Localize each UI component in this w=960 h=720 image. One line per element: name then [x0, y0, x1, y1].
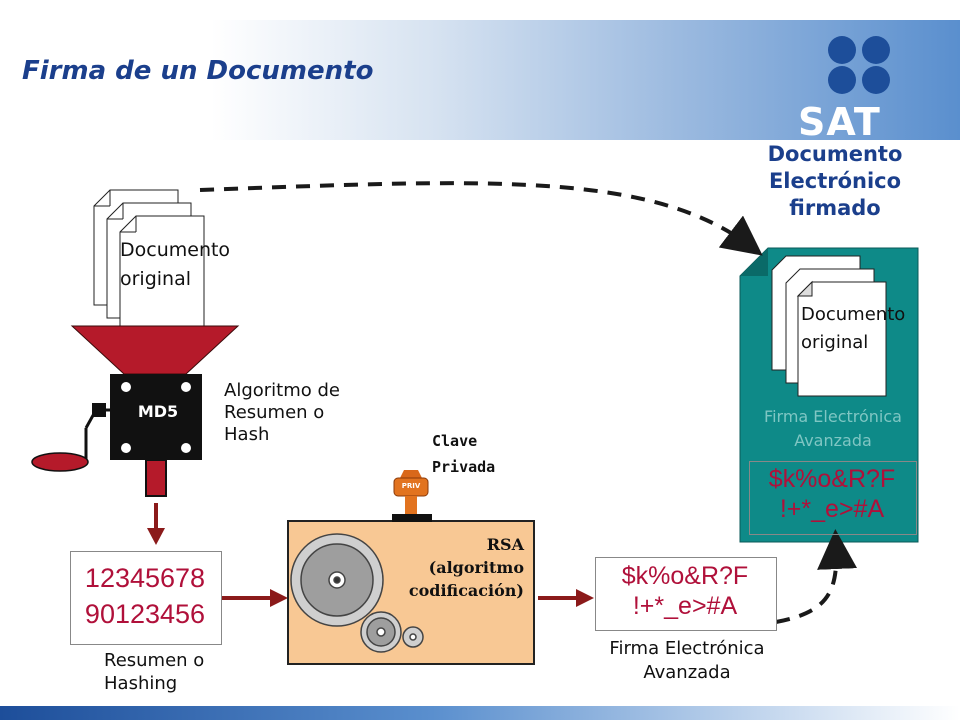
rsa-label: RSA (algoritmo codificación)	[380, 533, 524, 602]
signature-caption-line-1: Firma Electrónica	[609, 638, 765, 659]
signature-value-line-1: $k%o&R?F	[621, 562, 749, 590]
crank-knob	[31, 452, 89, 472]
original-document-label-line-2: original	[120, 268, 192, 290]
md5-label: MD5	[137, 402, 179, 421]
footer-band	[0, 706, 960, 720]
funnel	[70, 325, 240, 375]
signature-value: $k%o&R?F !+*_e>#A	[595, 561, 775, 621]
hash-algorithm-label-line-2: Resumen o	[224, 402, 325, 423]
signature-caption: Firma Electrónica Avanzada	[590, 637, 784, 685]
signature-box	[595, 557, 777, 631]
page-title: Firma de un Documento	[22, 56, 374, 86]
hash-box	[70, 551, 222, 645]
embedded-document-label-line-1: Documento	[801, 304, 906, 325]
hash-value: 12345678 90123456	[70, 560, 220, 632]
embedded-signature-caption: Firma Electrónica Avanzada	[750, 405, 916, 453]
original-document-label-line-1: Documento	[120, 239, 231, 261]
rsa-label-line-2: (algoritmo	[428, 558, 524, 577]
hash-value-line-1: 12345678	[84, 563, 206, 593]
embedded-signature-value-line-1: $k%o&R?F	[768, 465, 896, 493]
embedded-document-label: Documento original	[801, 301, 905, 357]
embedded-signature-value-line-2: !+*_e>#A	[779, 495, 885, 523]
md5-outlet	[145, 459, 167, 497]
sat-logo	[828, 36, 890, 94]
private-key-label-line-1: Clave	[432, 432, 478, 450]
rsa-label-line-1: RSA	[486, 535, 524, 554]
hash-caption-line-1: Resumen o	[104, 650, 205, 671]
embedded-signature-value: $k%o&R?F !+*_e>#A	[749, 464, 915, 524]
signature-value-line-2: !+*_e>#A	[632, 592, 738, 620]
original-document-stack	[93, 189, 205, 332]
embedded-signature-caption-line-2: Avanzada	[794, 431, 872, 450]
signed-document-title: Documento Electrónico firmado	[767, 142, 903, 220]
embedded-signature-caption-line-1: Firma Electrónica	[764, 407, 902, 426]
hash-algorithm-label-line-3: Hash	[224, 424, 270, 445]
embedded-document-stack	[771, 255, 887, 397]
hash-algorithm-label: Algoritmo de Resumen o Hash	[224, 380, 340, 446]
embedded-document-label-line-2: original	[801, 332, 869, 353]
hash-caption-line-2: Hashing	[104, 673, 178, 694]
embedded-signature-box	[749, 461, 917, 535]
sat-logo-text: SAT	[798, 100, 881, 144]
private-key-label-line-2: Privada	[432, 458, 496, 476]
rsa-label-line-3: codificación)	[408, 581, 524, 600]
dashed-arrow-signature-to-signed	[775, 529, 858, 624]
hash-algorithm-label-line-1: Algoritmo de	[224, 380, 340, 401]
hash-value-line-2: 90123456	[84, 599, 206, 629]
private-key-lock	[392, 470, 432, 522]
private-key-label: Clave Privada	[432, 428, 495, 480]
lock-label: PRIV	[401, 482, 421, 490]
original-document-label: Documento original	[120, 236, 230, 294]
header-band	[0, 20, 960, 140]
dashed-arrow-document-to-signed	[199, 181, 763, 256]
gears	[290, 533, 424, 653]
crank-handle	[84, 408, 110, 462]
signature-caption-line-2: Avanzada	[643, 662, 731, 683]
hash-caption: Resumen o Hashing	[104, 649, 204, 695]
